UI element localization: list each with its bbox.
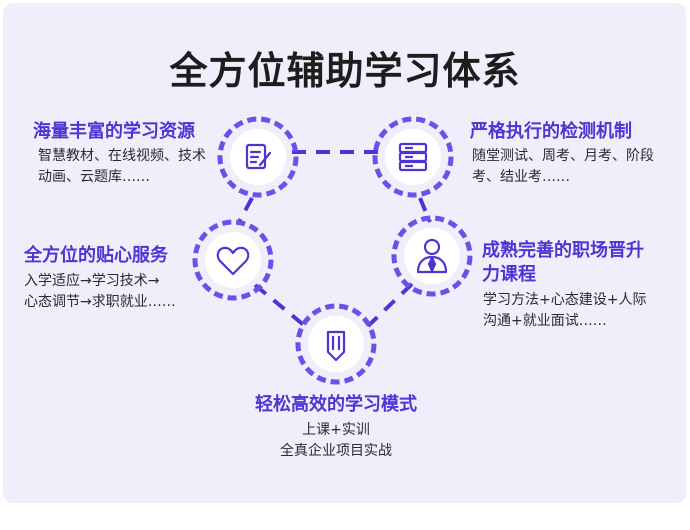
desc-line: 沟通+就业面试…… (483, 313, 607, 329)
desc-line: 学习方法+心态建设+人际 (483, 292, 647, 308)
desc-service: 入学适应→学习技术→ 心态调节→求职就业…… (24, 271, 176, 313)
desc-line: 全真企业项目实战 (280, 443, 392, 459)
node-mode (295, 303, 377, 385)
node-checks (372, 116, 454, 198)
desc-resources: 智慧教材、在线视频、技术 动画、云题库…… (38, 146, 206, 188)
inner-circle (308, 316, 364, 372)
desc-career: 学习方法+心态建设+人际 沟通+就业面试…… (483, 290, 646, 332)
connector-resources-service (237, 197, 254, 223)
heading-service: 全方位的贴心服务 (24, 245, 168, 266)
dashed-ring (372, 116, 454, 198)
heading-career: 成熟完善的职场晋升 力课程 (482, 239, 644, 287)
connector-checks-career (418, 197, 432, 223)
desc-line: 随堂测试、周考、月考、阶段 (472, 148, 654, 164)
heading-line: 力课程 (482, 264, 536, 285)
heading-mode: 轻松高效的学习模式 (255, 394, 417, 415)
inner-circle (205, 232, 261, 288)
connector-career-mode (366, 282, 414, 328)
connector-lines (237, 150, 432, 328)
node-career (391, 215, 473, 297)
pencil-icon (326, 330, 346, 362)
node-service (192, 219, 274, 301)
server-stack-icon (398, 142, 428, 172)
desc-line: 入学适应→学习技术→ (24, 273, 160, 289)
desc-checks: 随堂测试、周考、月考、阶段 考、结业考…… (472, 146, 654, 188)
background-panel (3, 3, 686, 503)
desc-line: 上课+实训 (302, 422, 370, 438)
desc-line: 心态调节→求职就业…… (24, 294, 176, 310)
heading-resources: 海量丰富的学习资源 (33, 121, 195, 142)
heart-icon (216, 246, 250, 276)
desc-line: 考、结业考…… (472, 169, 570, 185)
page-title: 全方位辅助学习体系 (169, 49, 521, 93)
desc-line: 智慧教材、在线视频、技术 (38, 148, 206, 164)
desc-mode: 上课+实训 全真企业项目实战 (216, 420, 456, 462)
node-resources (217, 116, 299, 198)
dashed-ring (192, 219, 274, 301)
connector-service-mode (253, 283, 307, 328)
desc-line: 动画、云题库…… (38, 169, 150, 185)
user-tie-icon (416, 238, 448, 274)
heading-line: 成熟完善的职场晋升 (482, 240, 644, 261)
dashed-ring (295, 303, 377, 385)
dashed-ring (391, 215, 473, 297)
dashed-ring (217, 116, 299, 198)
heading-checks: 严格执行的检测机制 (470, 121, 632, 142)
document-edit-icon (245, 143, 272, 170)
